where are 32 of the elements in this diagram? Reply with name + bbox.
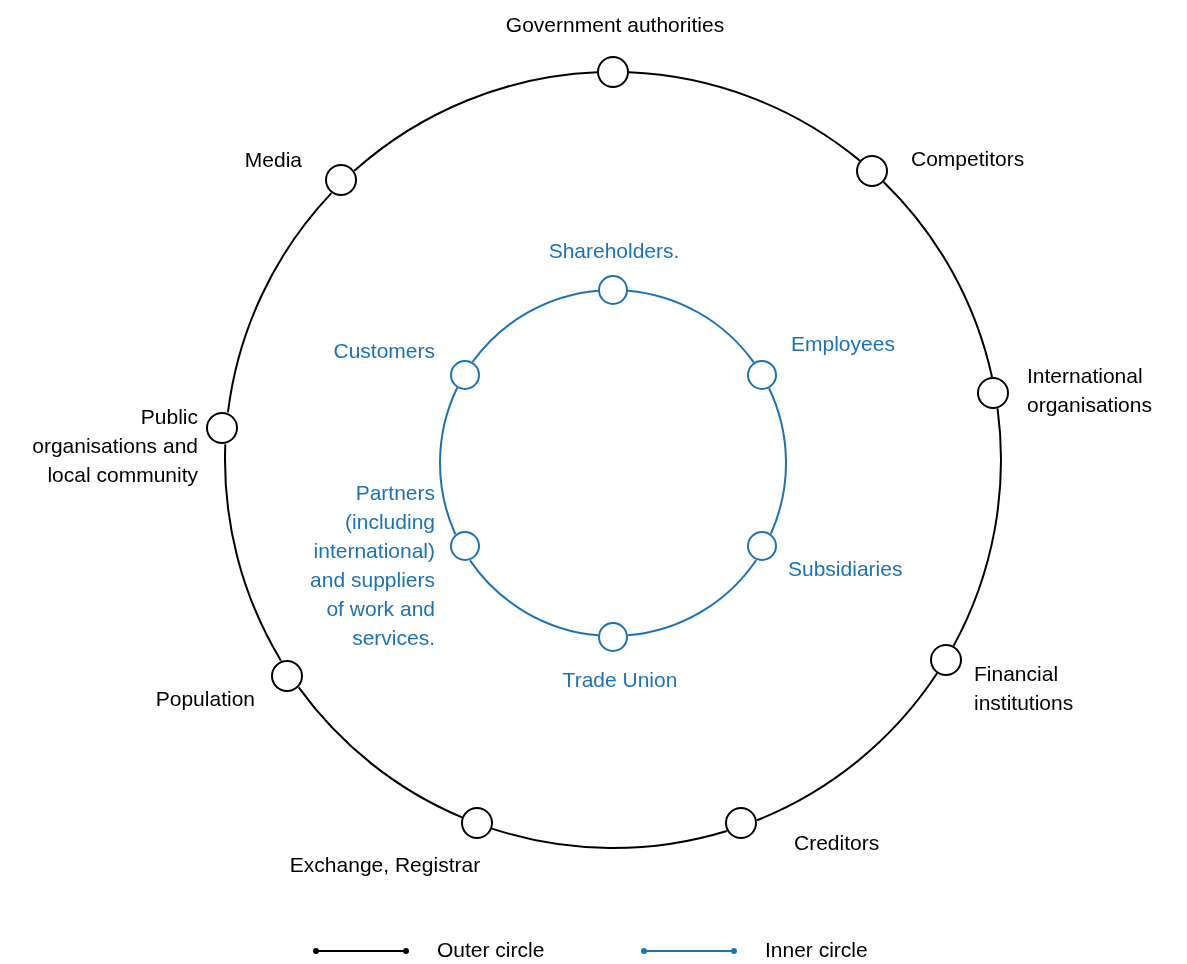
stakeholder-label: Partners (including international) and suppliers of work and services. <box>309 480 435 651</box>
stakeholder-label: International organisations <box>1027 363 1153 418</box>
stakeholder-label: Shareholders. <box>548 237 680 264</box>
circle-arc-connector <box>439 386 459 536</box>
circle-arc-connector <box>224 443 282 662</box>
circle-arc-connector <box>627 558 758 637</box>
circle-arc-connector <box>627 289 755 364</box>
circle-arc-connector <box>628 71 861 162</box>
circle-arc-connector <box>882 181 993 378</box>
circle-arc-connector <box>952 407 1002 647</box>
stakeholder-label: Government authorities <box>505 11 725 38</box>
stakeholder-label: Creditors <box>794 829 880 856</box>
stakeholder-label: Exchange, Registrar <box>289 851 481 878</box>
circle-arc-connector <box>226 192 333 414</box>
circle-arc-connector <box>297 686 463 819</box>
stakeholder-label: Financial institutions <box>974 661 1075 716</box>
circle-arc-connector <box>353 71 598 172</box>
stakeholder-label: Customers <box>333 337 435 364</box>
circle-arc-connector <box>469 559 599 637</box>
stakeholder-label: Public organisations and local community <box>31 403 198 488</box>
legend-label: Outer circle <box>437 937 545 963</box>
circle-arc-connector <box>490 827 728 849</box>
circle-arc-connector <box>768 387 787 535</box>
circle-arc-connector <box>471 289 599 364</box>
circle-arc-connector <box>756 672 939 822</box>
legend-label: Inner circle <box>765 937 868 963</box>
stakeholder-label: Trade Union <box>562 666 678 693</box>
stakeholder-label: Employees <box>791 330 895 357</box>
stakeholder-label: Competitors <box>911 145 1025 172</box>
stakeholder-label: Media <box>244 146 302 173</box>
stakeholder-label: Subsidiaries <box>788 555 903 582</box>
stakeholder-label: Population <box>155 685 255 712</box>
